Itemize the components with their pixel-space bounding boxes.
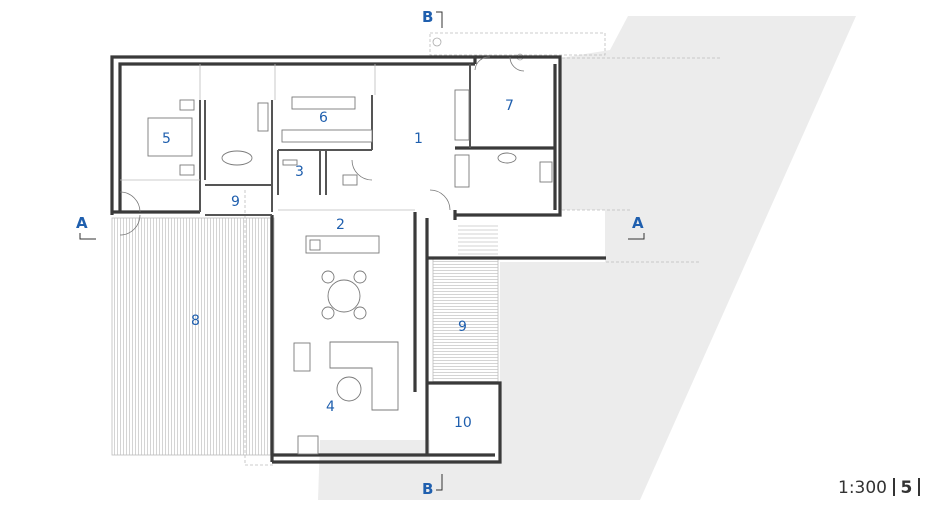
stairs bbox=[458, 225, 498, 255]
svg-text:B: B bbox=[422, 480, 433, 498]
terrain-area bbox=[318, 16, 856, 500]
thin-lines bbox=[120, 64, 415, 211]
deck-terrace-right bbox=[432, 257, 499, 384]
room-label-4: 4 bbox=[326, 399, 335, 415]
room-label-2: 2 bbox=[336, 217, 345, 233]
room-label-3: 3 bbox=[295, 164, 304, 180]
svg-text:A: A bbox=[632, 214, 644, 232]
room-label-9b: 9 bbox=[458, 319, 467, 335]
interior-walls bbox=[199, 64, 471, 216]
room-label-10: 10 bbox=[454, 415, 472, 431]
section-marker-b-top: B bbox=[422, 8, 443, 28]
svg-text:A: A bbox=[76, 214, 88, 232]
page-number: 5 bbox=[900, 478, 913, 498]
section-marker-a-left: A bbox=[76, 214, 96, 240]
separator-end bbox=[918, 478, 920, 496]
furniture bbox=[147, 89, 553, 455]
svg-text:B: B bbox=[422, 8, 433, 26]
deck-terrace bbox=[111, 217, 275, 456]
room-label-7: 7 bbox=[505, 98, 514, 114]
room-label-9a: 9 bbox=[231, 194, 240, 210]
door-swings bbox=[119, 56, 525, 236]
section-marker-b-bottom: B bbox=[422, 474, 443, 498]
room-label-6: 6 bbox=[319, 110, 328, 126]
room-label-5: 5 bbox=[162, 131, 171, 147]
separator bbox=[893, 478, 895, 496]
scale-footer: 1:300 5 bbox=[838, 478, 926, 498]
scale-label: 1:300 bbox=[838, 478, 887, 498]
room-label-1: 1 bbox=[414, 131, 423, 147]
room-label-8: 8 bbox=[191, 313, 200, 329]
walls bbox=[110, 55, 606, 464]
tree-mark bbox=[432, 37, 442, 47]
section-marker-a-right: A bbox=[628, 214, 645, 240]
